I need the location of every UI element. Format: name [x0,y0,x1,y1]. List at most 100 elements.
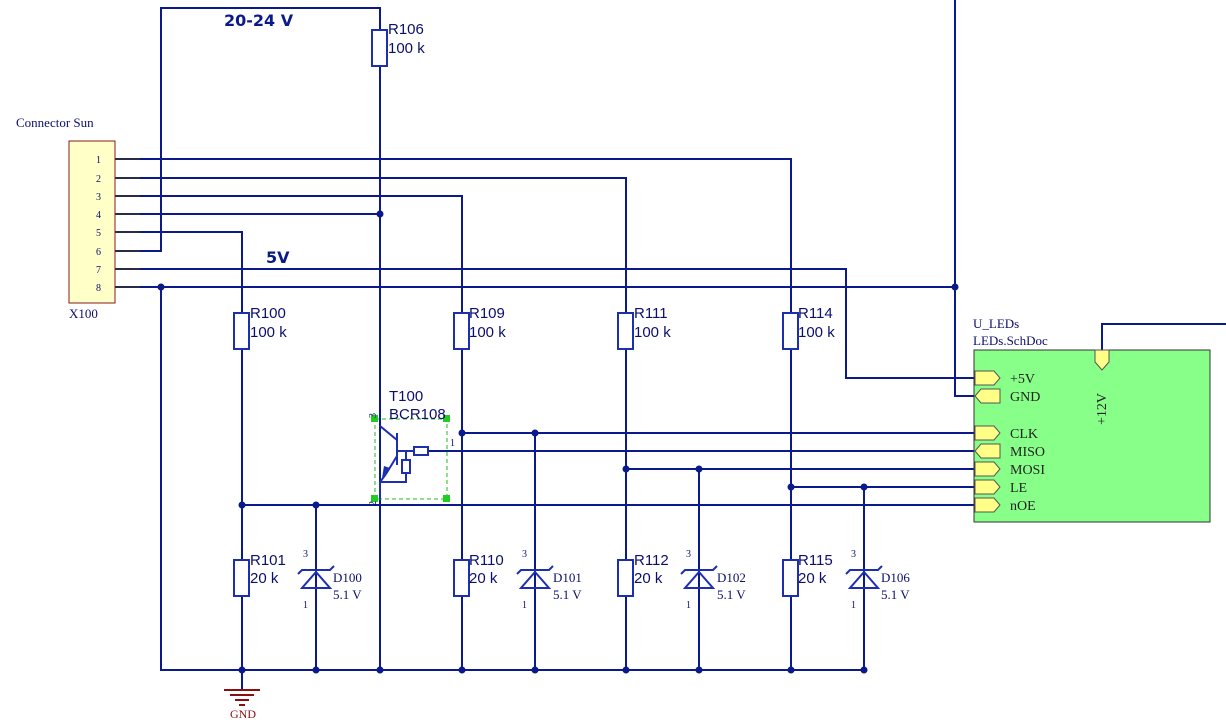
transistor-arrow [382,466,390,478]
diode-pin-bottom: 1 [522,600,527,611]
diode-value: 5.1 V [881,587,910,602]
resistor-body [617,312,634,350]
selection-handle[interactable] [443,495,450,502]
wire-supply-high [115,7,381,252]
sheet-port-mosi[interactable] [974,461,1001,477]
diode-ref: D102 [717,570,746,585]
sheet-name: U_LEDs [973,316,1019,331]
resistor-value: 20 k [798,570,827,587]
junction [312,666,320,674]
diode-d101[interactable]: 3 1 D101 5.1 V [516,549,582,611]
sheet-port-label: CLK [1010,427,1038,442]
resistor-value: 100 k [634,324,671,341]
junction [860,483,868,491]
resistor-value: 20 k [250,570,279,587]
junction [238,666,246,674]
sheet-port-label: +5V [1010,372,1035,387]
junction [376,666,384,674]
transistor-pin-collector: 3 [368,413,379,418]
resistor-r101[interactable]: R101 20 k [233,552,286,597]
connector-pin-number: 5 [96,228,101,239]
diode-bar [516,565,554,575]
diode-triangle [682,570,716,589]
transistor-collector [379,425,398,441]
diode-triangle [299,570,333,589]
resistor-value: 100 k [469,324,506,341]
junction [622,666,630,674]
sheet-port-label: MOSI [1010,463,1045,478]
selection-handle[interactable] [371,415,378,422]
selection-box [374,418,448,500]
sheet-symbol-u-leds[interactable]: U_LEDs LEDs.SchDoc +12V +5V GND CLK MISO MOS… [973,316,1211,523]
resistor-value: 20 k [634,570,663,587]
net-label-5v: 5V [266,248,290,267]
sheet-port-12v[interactable] [1094,349,1110,371]
diode-bar [680,565,718,575]
diode-triangle [518,570,552,589]
diode-pin-top: 3 [686,549,691,560]
transistor-part: BCR108 [389,406,446,423]
resistor-body [453,559,470,597]
resistor-value: 100 k [798,324,835,341]
resistor-r112[interactable]: R112 20 k [617,552,669,597]
diode-value: 5.1 V [553,587,582,602]
resistor-r110[interactable]: R110 20 k [453,552,504,597]
sheet-port-label-12v: +12V [1095,393,1110,425]
diode-ref: D101 [553,570,582,585]
selection-handle[interactable] [443,415,450,422]
diode-d102[interactable]: 3 1 D102 5.1 V [680,549,746,611]
transistor-pin-base: 1 [450,438,455,449]
transistor-emitter [385,455,398,475]
junction [238,501,246,509]
resistor-ref: R109 [469,305,505,322]
junction [787,666,795,674]
resistor-value: 20 k [469,570,498,587]
wire-pin5 [115,231,243,313]
junction [458,429,466,437]
diode-triangle [847,570,881,589]
resistor-body [371,29,388,67]
resistor-r106[interactable]: R106 100 k [371,21,425,67]
selection-handle[interactable] [371,495,378,502]
diode-d100[interactable]: 3 1 D100 5.1 V [297,549,362,611]
transistor-t100[interactable]: T100 BCR108 3 1 2 [368,388,455,506]
diode-pin-bottom: 1 [851,600,856,611]
resistor-r109[interactable]: R109 100 k [453,305,506,350]
sheet-port-miso[interactable] [974,443,1001,459]
transistor-be-resistor [401,459,411,474]
wire-gnd-bottom [160,287,864,671]
resistor-r115[interactable]: R115 20 k [782,552,833,597]
sheet-port-label: GND [1010,390,1040,405]
resistor-value: 100 k [250,324,287,341]
sheet-body [973,349,1211,523]
junction [787,483,795,491]
sheet-port-gnd[interactable] [974,388,1001,404]
junction [622,465,630,473]
connector-pin-number: 8 [96,283,101,294]
connector-body [68,140,116,304]
sheet-port-clk[interactable] [974,425,1001,441]
sheet-port-label: MISO [1010,445,1045,460]
sheet-port-noe[interactable] [974,497,1001,513]
resistor-r114[interactable]: R114 100 k [782,305,835,350]
wire-pin2 [115,177,627,313]
junction [312,501,320,509]
resistor-ref: R110 [469,552,504,569]
sheet-port-le[interactable] [974,479,1001,495]
connector-designator: X100 [69,306,98,321]
resistor-r100[interactable]: R100 100 k [233,305,287,350]
resistor-ref: R111 [634,305,668,322]
diode-pin-bottom: 1 [686,600,691,611]
diode-pin-bottom: 1 [303,600,308,611]
resistor-ref: R106 [388,21,424,38]
junction [951,283,959,291]
transistor-be-return [380,473,407,483]
wire-pin7-5v [115,268,975,379]
sheet-file: LEDs.SchDoc [973,333,1048,348]
resistor-r111[interactable]: R111 100 k [617,305,671,350]
sheet-port-5v[interactable] [974,370,1001,386]
ground-label: GND [230,707,256,721]
diode-d106[interactable]: 3 1 D106 5.1 V [845,549,910,611]
